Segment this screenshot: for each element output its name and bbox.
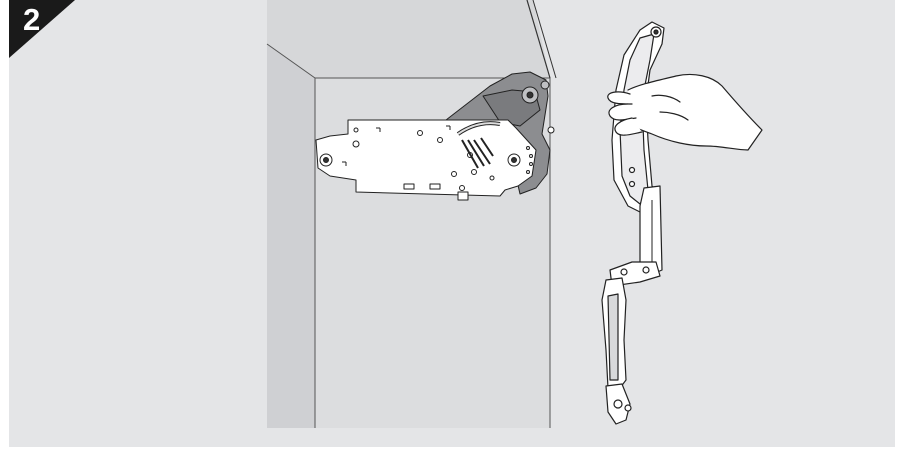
step-badge: 2 <box>9 0 75 58</box>
lift-mechanism-icon <box>315 71 555 201</box>
cabinet-side-wall <box>267 44 315 428</box>
cabinet-back-wall <box>267 0 550 78</box>
cabinet <box>266 0 557 428</box>
hand-icon <box>607 73 763 151</box>
step-number: 2 <box>23 2 41 37</box>
